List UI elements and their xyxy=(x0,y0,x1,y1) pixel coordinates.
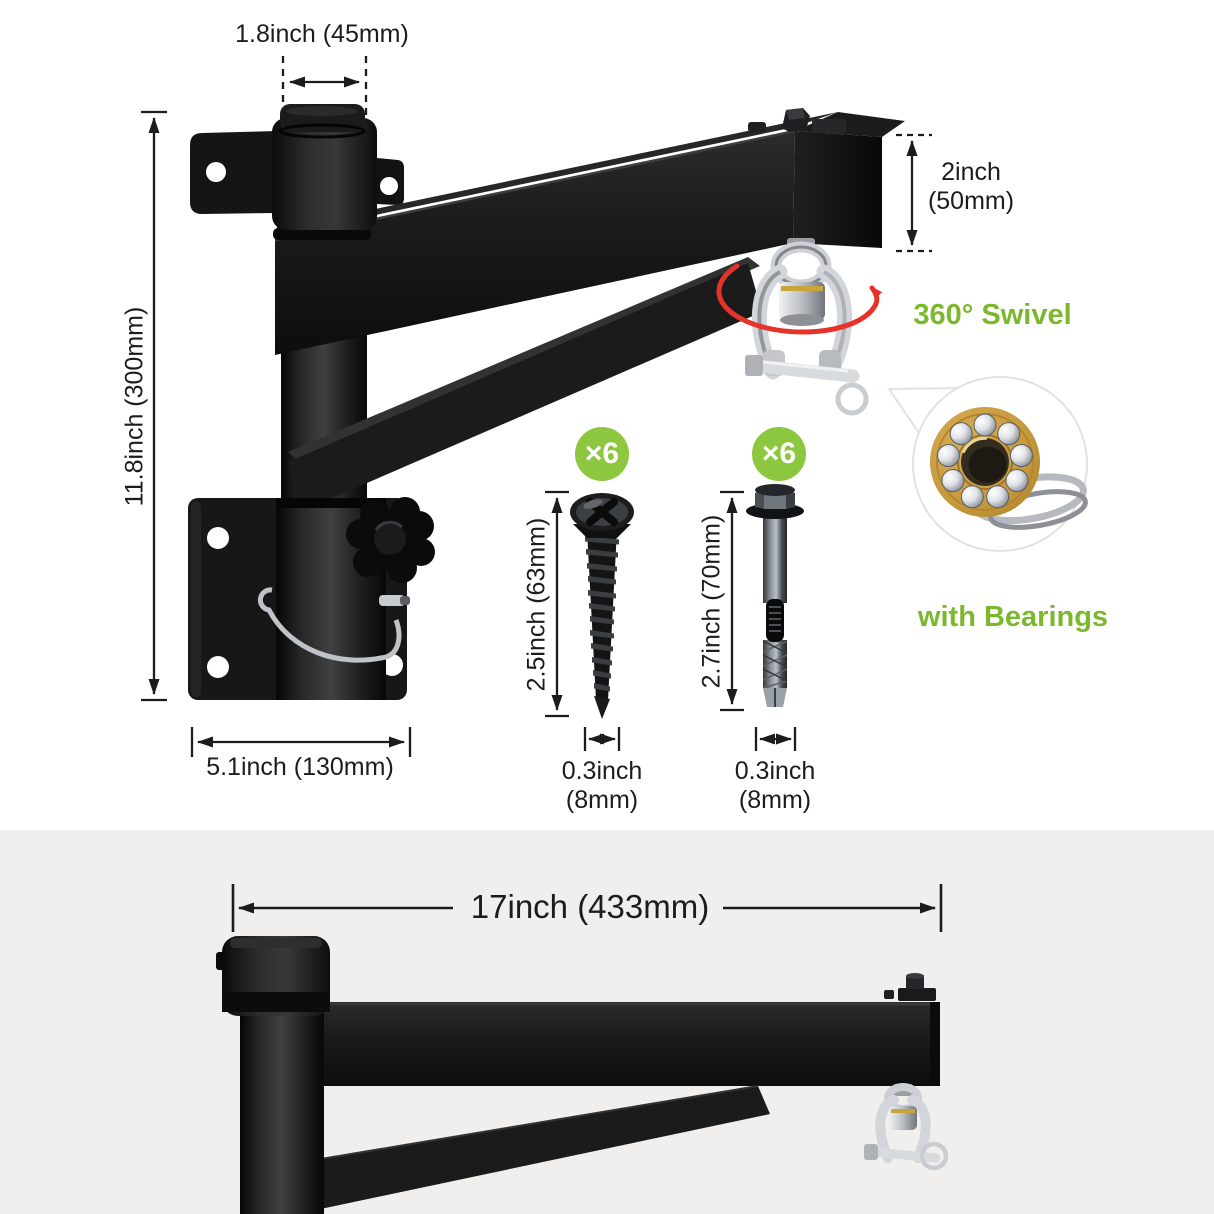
dim-label-bolt-diameter: 0.3inch (8mm) xyxy=(713,757,837,815)
profile-pole xyxy=(240,1012,324,1214)
dim-label-arm-height-inch: 2inch xyxy=(941,158,1001,186)
swivel-shackle xyxy=(745,238,869,416)
screw-quantity-badge: ×6 xyxy=(575,427,629,481)
anchor-bolt-illustration xyxy=(746,484,804,707)
main-bracket-illustration xyxy=(188,104,905,700)
dim-label-screw-length: 2.5inch (63mm) xyxy=(522,517,551,692)
swivel-callout-label: 360° Swivel xyxy=(913,299,1072,331)
profile-arm-bolt xyxy=(884,973,936,1001)
thrust-bearing-illustration xyxy=(930,407,1088,530)
wood-screw-illustration xyxy=(570,493,634,719)
dim-label-screw-diameter-mm: (8mm) xyxy=(565,786,639,814)
bolt-quantity-badge: ×6 xyxy=(752,427,806,481)
locking-knob xyxy=(346,497,435,583)
dim-label-bolt-diameter-mm: (8mm) xyxy=(738,786,812,814)
profile-pole-cap xyxy=(216,936,330,1016)
profile-brace xyxy=(303,1086,770,1210)
dim-label-plate-width: 5.1inch (130mm) xyxy=(206,753,394,781)
dim-label-bolt-diameter-inch: 0.3inch xyxy=(734,757,816,785)
dim-label-arm-height-mm: (50mm) xyxy=(927,187,1015,215)
dimension-lines xyxy=(141,56,943,932)
dim-label-screw-diameter: 0.3inch (8mm) xyxy=(540,757,664,815)
profile-view-illustration xyxy=(216,936,949,1214)
dim-label-arm-length: 17inch (433mm) xyxy=(470,888,710,925)
profile-arm xyxy=(258,1002,940,1086)
bearing-callout-label: with Bearings xyxy=(917,601,1109,633)
arm-top-bolt xyxy=(748,108,846,133)
bearing-balls xyxy=(937,413,1033,509)
rotation-arrow xyxy=(716,263,883,335)
dim-label-bolt-length: 2.7inch (70mm) xyxy=(697,514,726,689)
dim-label-pole-width: 1.8inch (45mm) xyxy=(235,20,409,48)
support-brace xyxy=(288,257,762,512)
dim-label-screw-diameter-inch: 0.3inch xyxy=(561,757,643,785)
safety-pin xyxy=(257,587,410,663)
bearing-bubble xyxy=(887,376,1088,552)
top-wall-strap xyxy=(190,131,404,214)
dim-label-height: 11.8inch (300mm) xyxy=(120,306,149,507)
pole-swivel-drum xyxy=(272,104,377,240)
profile-shackle xyxy=(864,1083,949,1171)
mount-arm xyxy=(274,108,905,355)
dim-label-arm-height: 2inch (50mm) xyxy=(921,158,1021,216)
